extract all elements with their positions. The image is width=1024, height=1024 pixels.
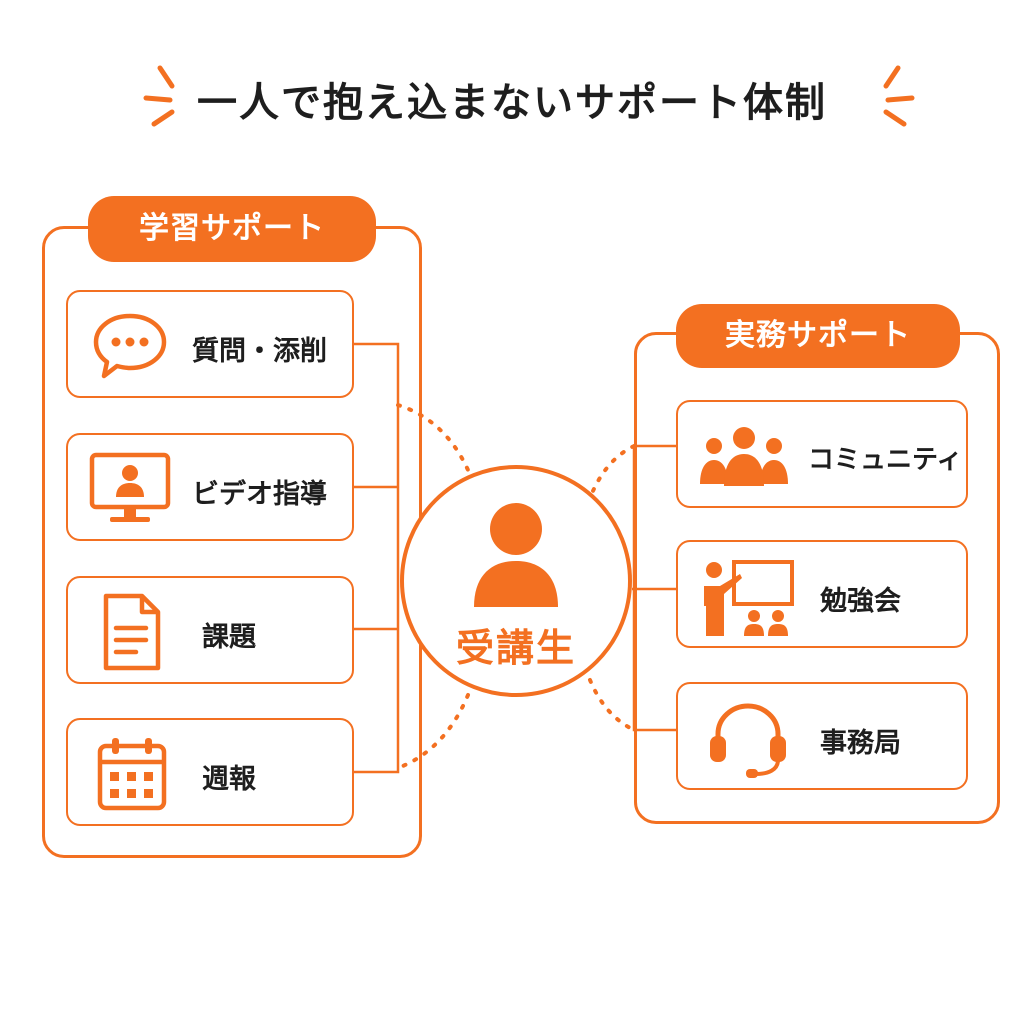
card-label: 週報 <box>202 764 256 795</box>
card-community: コミュニティ <box>676 400 968 508</box>
headset-icon <box>710 703 786 778</box>
study-session-icon <box>704 560 794 636</box>
right-spark-icon <box>883 65 915 127</box>
student-hub: 受講生 <box>400 465 632 697</box>
left-spark-icon <box>143 65 175 127</box>
calendar-icon <box>97 738 167 811</box>
card-label: コミュニティ <box>808 445 963 475</box>
page-title: 一人で抱え込まないサポート体制 <box>197 80 827 126</box>
card-assignment: 課題 <box>66 576 354 684</box>
student-label: 受講生 <box>455 626 576 670</box>
student-person-icon <box>474 503 558 607</box>
chat-bubble-icon <box>93 313 167 379</box>
document-icon <box>103 593 161 671</box>
practical-support-label: 実務サポート <box>676 304 960 368</box>
card-label: 勉強会 <box>820 586 901 617</box>
community-group-icon <box>700 427 788 486</box>
card-study-session: 勉強会 <box>676 540 968 648</box>
learning-support-label: 学習サポート <box>88 196 376 262</box>
video-monitor-icon <box>89 452 171 522</box>
card-question-correction: 質問・添削 <box>66 290 354 398</box>
card-label: ビデオ指導 <box>192 479 327 510</box>
card-label: 質問・添削 <box>192 336 327 367</box>
card-weekly-report: 週報 <box>66 718 354 826</box>
card-label: 事務局 <box>820 728 901 759</box>
card-office: 事務局 <box>676 682 968 790</box>
card-label: 課題 <box>202 622 256 653</box>
card-video-coaching: ビデオ指導 <box>66 433 354 541</box>
